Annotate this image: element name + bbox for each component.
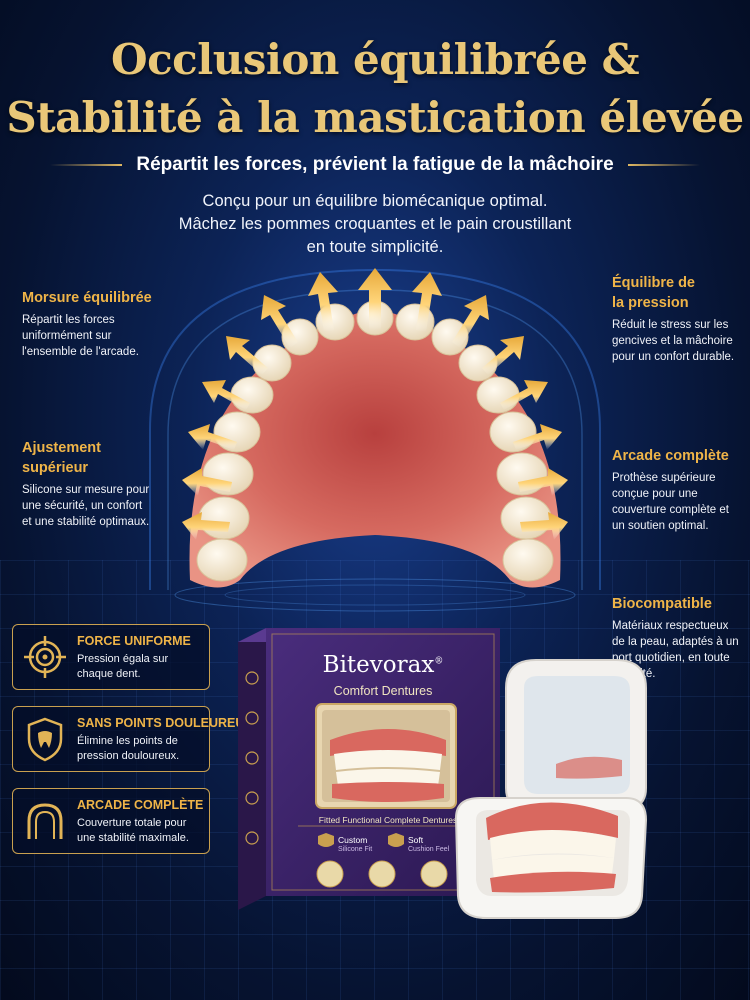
force-arrows	[182, 268, 568, 540]
product-box-svg	[238, 628, 500, 910]
intro-line: Mâchez les pommes croquantes et le pain …	[178, 215, 572, 233]
feature-sans-points-douloureux: SANS POINTS DOULEUREUX Élimine les point…	[12, 706, 253, 772]
callout-title: Morsure équilibrée	[22, 290, 152, 306]
callout-desc: Répartit les forces uniformément sur l'e…	[22, 314, 139, 358]
brand-text: Bitevorax	[322, 652, 435, 678]
brand-subtitle: Comfort Dentures	[333, 684, 433, 698]
feature-title: SANS POINTS DOULEUREUX	[77, 715, 253, 730]
badge-sub: Silicone Fit	[338, 846, 373, 853]
feature-force-uniforme: FORCE UNIFORME Pression égala sur chaque…	[12, 624, 210, 690]
callout-desc: Silicone sur mesure pour une sécurité, u…	[22, 484, 150, 528]
callout-desc: Matériaux respectueux de la peau, adapté…	[612, 620, 739, 680]
subtitle: Répartit les forces, prévient la fatigue…	[136, 154, 614, 175]
feature-arcade-complete: ARCADE COMPLÈTE Couverture totale pour u…	[12, 788, 210, 854]
callout-title: Biocompatible	[612, 596, 712, 612]
arch-icon	[27, 803, 63, 839]
title-line-2: Stabilité à la mastication élevée	[6, 93, 744, 142]
feature-desc: Pression égala sur chaque dent.	[77, 652, 169, 680]
feature-title: ARCADE COMPLÈTE	[77, 797, 204, 812]
denture-case-svg	[454, 659, 648, 919]
product-fitted-label: Fitted Functional Complete Dentures	[318, 815, 458, 825]
callout-ajustement-superieur: Ajustement supérieur Silicone sur mesure…	[22, 438, 182, 530]
callout-arcade-complete: Arcade complète Prothèse supérieure conç…	[612, 446, 742, 534]
denture-case	[446, 648, 656, 920]
callout-biocompatible: Biocompatible Matériaux respectueux de l…	[612, 594, 742, 682]
target-icon	[24, 636, 66, 678]
intro-line: en toute simplicité.	[306, 238, 444, 256]
callout-desc: Réduit le stress sur les gencives et la …	[612, 319, 735, 363]
badge-sub: Cushion Feel	[408, 846, 450, 853]
upper-denture-illustration	[140, 260, 610, 620]
gold-divider-right	[627, 164, 700, 166]
product-box: Bitevorax® Comfort Dentures Fitted Funct…	[238, 628, 500, 910]
callout-title: la pression	[612, 295, 689, 311]
callout-title: Arcade complète	[612, 448, 729, 464]
callout-desc: Prothèse supérieure conçue pour une couv…	[612, 472, 729, 532]
badge-title: Soft	[408, 835, 424, 845]
callout-morsure-equilibree: Morsure équilibrée Répartit les forces u…	[22, 288, 182, 360]
feature-desc: Élimine les points de pression douloureu…	[77, 734, 180, 762]
gold-divider-left	[50, 164, 123, 166]
intro-line: Conçu pour un équilibre biomécanique opt…	[202, 192, 548, 210]
badge-soft: Soft Cushion Feel	[408, 835, 449, 855]
feature-title: FORCE UNIFORME	[77, 633, 191, 648]
shield-icon	[27, 717, 63, 762]
feature-desc: Couverture totale pour une stabilité max…	[77, 816, 189, 844]
denture-arch-svg	[149, 268, 601, 612]
callout-title: supérieur	[22, 460, 89, 476]
title-line-1: Occlusion équilibrée &	[111, 35, 639, 84]
badge-custom: Custom Silicone Fit	[338, 835, 372, 855]
brand-name: Bitevorax®	[252, 652, 514, 678]
intro-text: Conçu pour un équilibre biomécanique opt…	[0, 190, 750, 259]
callout-title: Ajustement	[22, 440, 101, 456]
callout-title: Équilibre de	[612, 275, 695, 291]
registered-mark: ®	[434, 656, 444, 667]
subtitle-row: Répartit les forces, prévient la fatigue…	[0, 150, 750, 180]
callout-equilibre-pression: Équilibre de la pression Réduit le stres…	[612, 273, 742, 365]
badge-title: Custom	[338, 835, 368, 845]
